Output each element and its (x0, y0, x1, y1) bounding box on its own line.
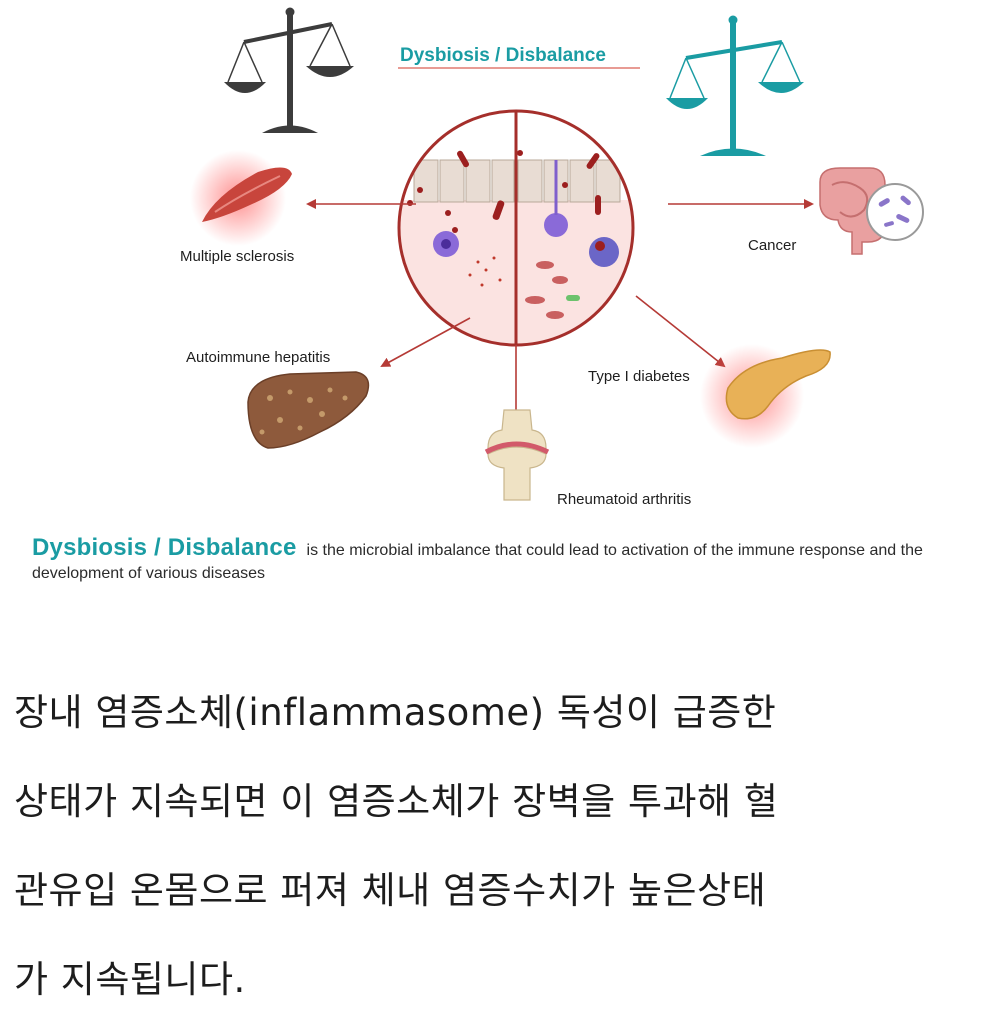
label-autoimmune-hepatitis: Autoimmune hepatitis (186, 349, 330, 366)
article-line-1: 장내 염증소체(inflammasome) 독성이 급증한 (14, 691, 777, 734)
article-line-4: 가 지속됩니다. (14, 958, 246, 1001)
caption-text: is the microbial imbalance that could le… (32, 542, 923, 582)
muscle-icon (190, 150, 292, 246)
article-line-3: 관유입 온몸으로 퍼져 체내 염증수치가 높은상태 (14, 869, 767, 912)
caption-term: Dysbiosis / Disbalance (32, 534, 297, 561)
label-rheumatoid-arthritis: Rheumatoid arthritis (557, 491, 691, 508)
dysbiosis-diagram: Dysbiosis / Disbalance (180, 7, 924, 508)
diagram-canvas: Dysbiosis / Disbalance (180, 7, 924, 508)
gut-cross-section (397, 109, 635, 347)
label-cancer: Cancer (748, 237, 796, 254)
article-text: 장내 염증소체(inflammasome) 독성이 급증한 상태가 지속되면 이… (14, 668, 974, 1024)
knee-joint-icon (484, 409, 550, 501)
label-multiple-sclerosis: Multiple sclerosis (180, 248, 294, 265)
liver-icon (247, 371, 370, 449)
label-type1-diabetes: Type I diabetes (588, 368, 690, 385)
balance-scale-teal-icon (666, 15, 804, 156)
balance-scale-dark-icon (224, 7, 354, 133)
intestine-bacteria-icon (819, 167, 924, 255)
pancreas-icon (700, 344, 831, 448)
disease-arrows (306, 199, 814, 420)
diagram-title: Dysbiosis / Disbalance (400, 45, 606, 66)
article-line-2: 상태가 지속되면 이 염증소체가 장벽을 투과해 혈 (14, 780, 779, 823)
